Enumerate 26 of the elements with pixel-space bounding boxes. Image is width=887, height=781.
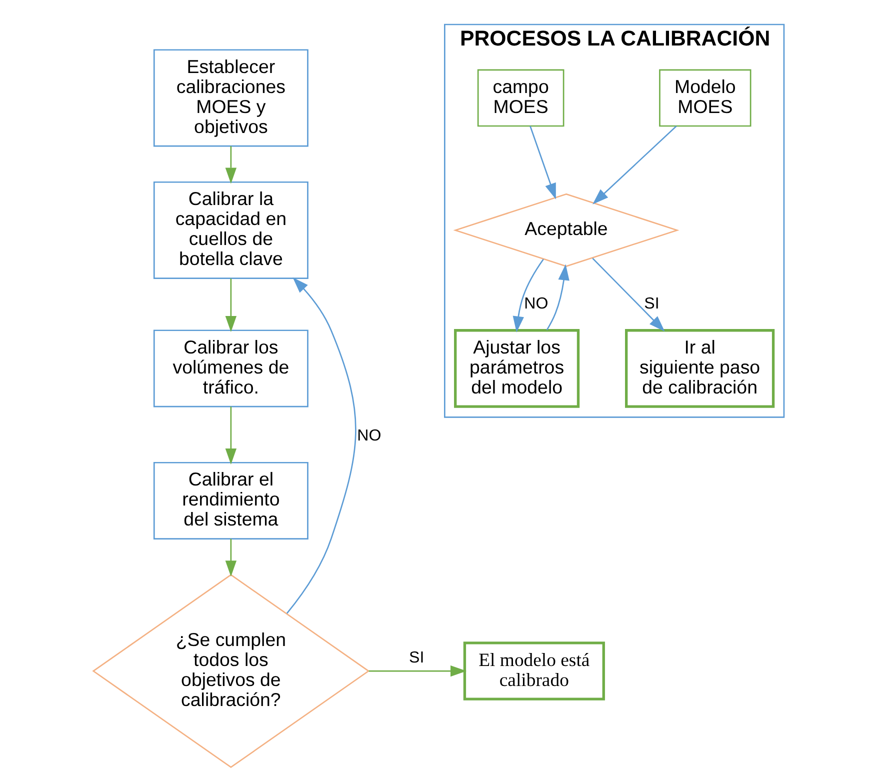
edge-label: NO [524,294,548,312]
arrow [286,277,356,614]
node-box: Establecer calibraciones MOES y objetivos [152,49,308,147]
node-box: Ir al siguiente paso de calibración [624,329,774,408]
node-box: Ajustar los parámetros del modelo [454,329,580,408]
node-box: El modelo está calibrado [462,642,604,700]
edge-label: SI [408,648,424,666]
node-box: Calibrar la capacidad en cuellos de botella clave [152,181,308,279]
node-box: Calibrar los volúmenes de tráfico. [152,330,308,408]
edge-label: NO [356,426,381,445]
arrow [224,538,236,577]
arrow [224,146,236,184]
node-box: Calibrar el rendimiento del sistema [152,462,308,540]
arrow [224,406,236,465]
node-box: campo MOES [476,69,564,127]
edge-label: SI [644,294,659,312]
node-diamond: Aceptable [452,193,679,267]
arrow [368,665,466,677]
arrow [546,264,569,330]
arrow [592,126,676,204]
node-diamond: ¿Se cumplen todos los objetivos de calibración? [92,574,370,768]
arrow [529,126,556,200]
node-box: Modelo MOES [658,69,751,127]
arrow [512,258,544,332]
arrow [592,258,664,332]
arrow [224,278,236,332]
